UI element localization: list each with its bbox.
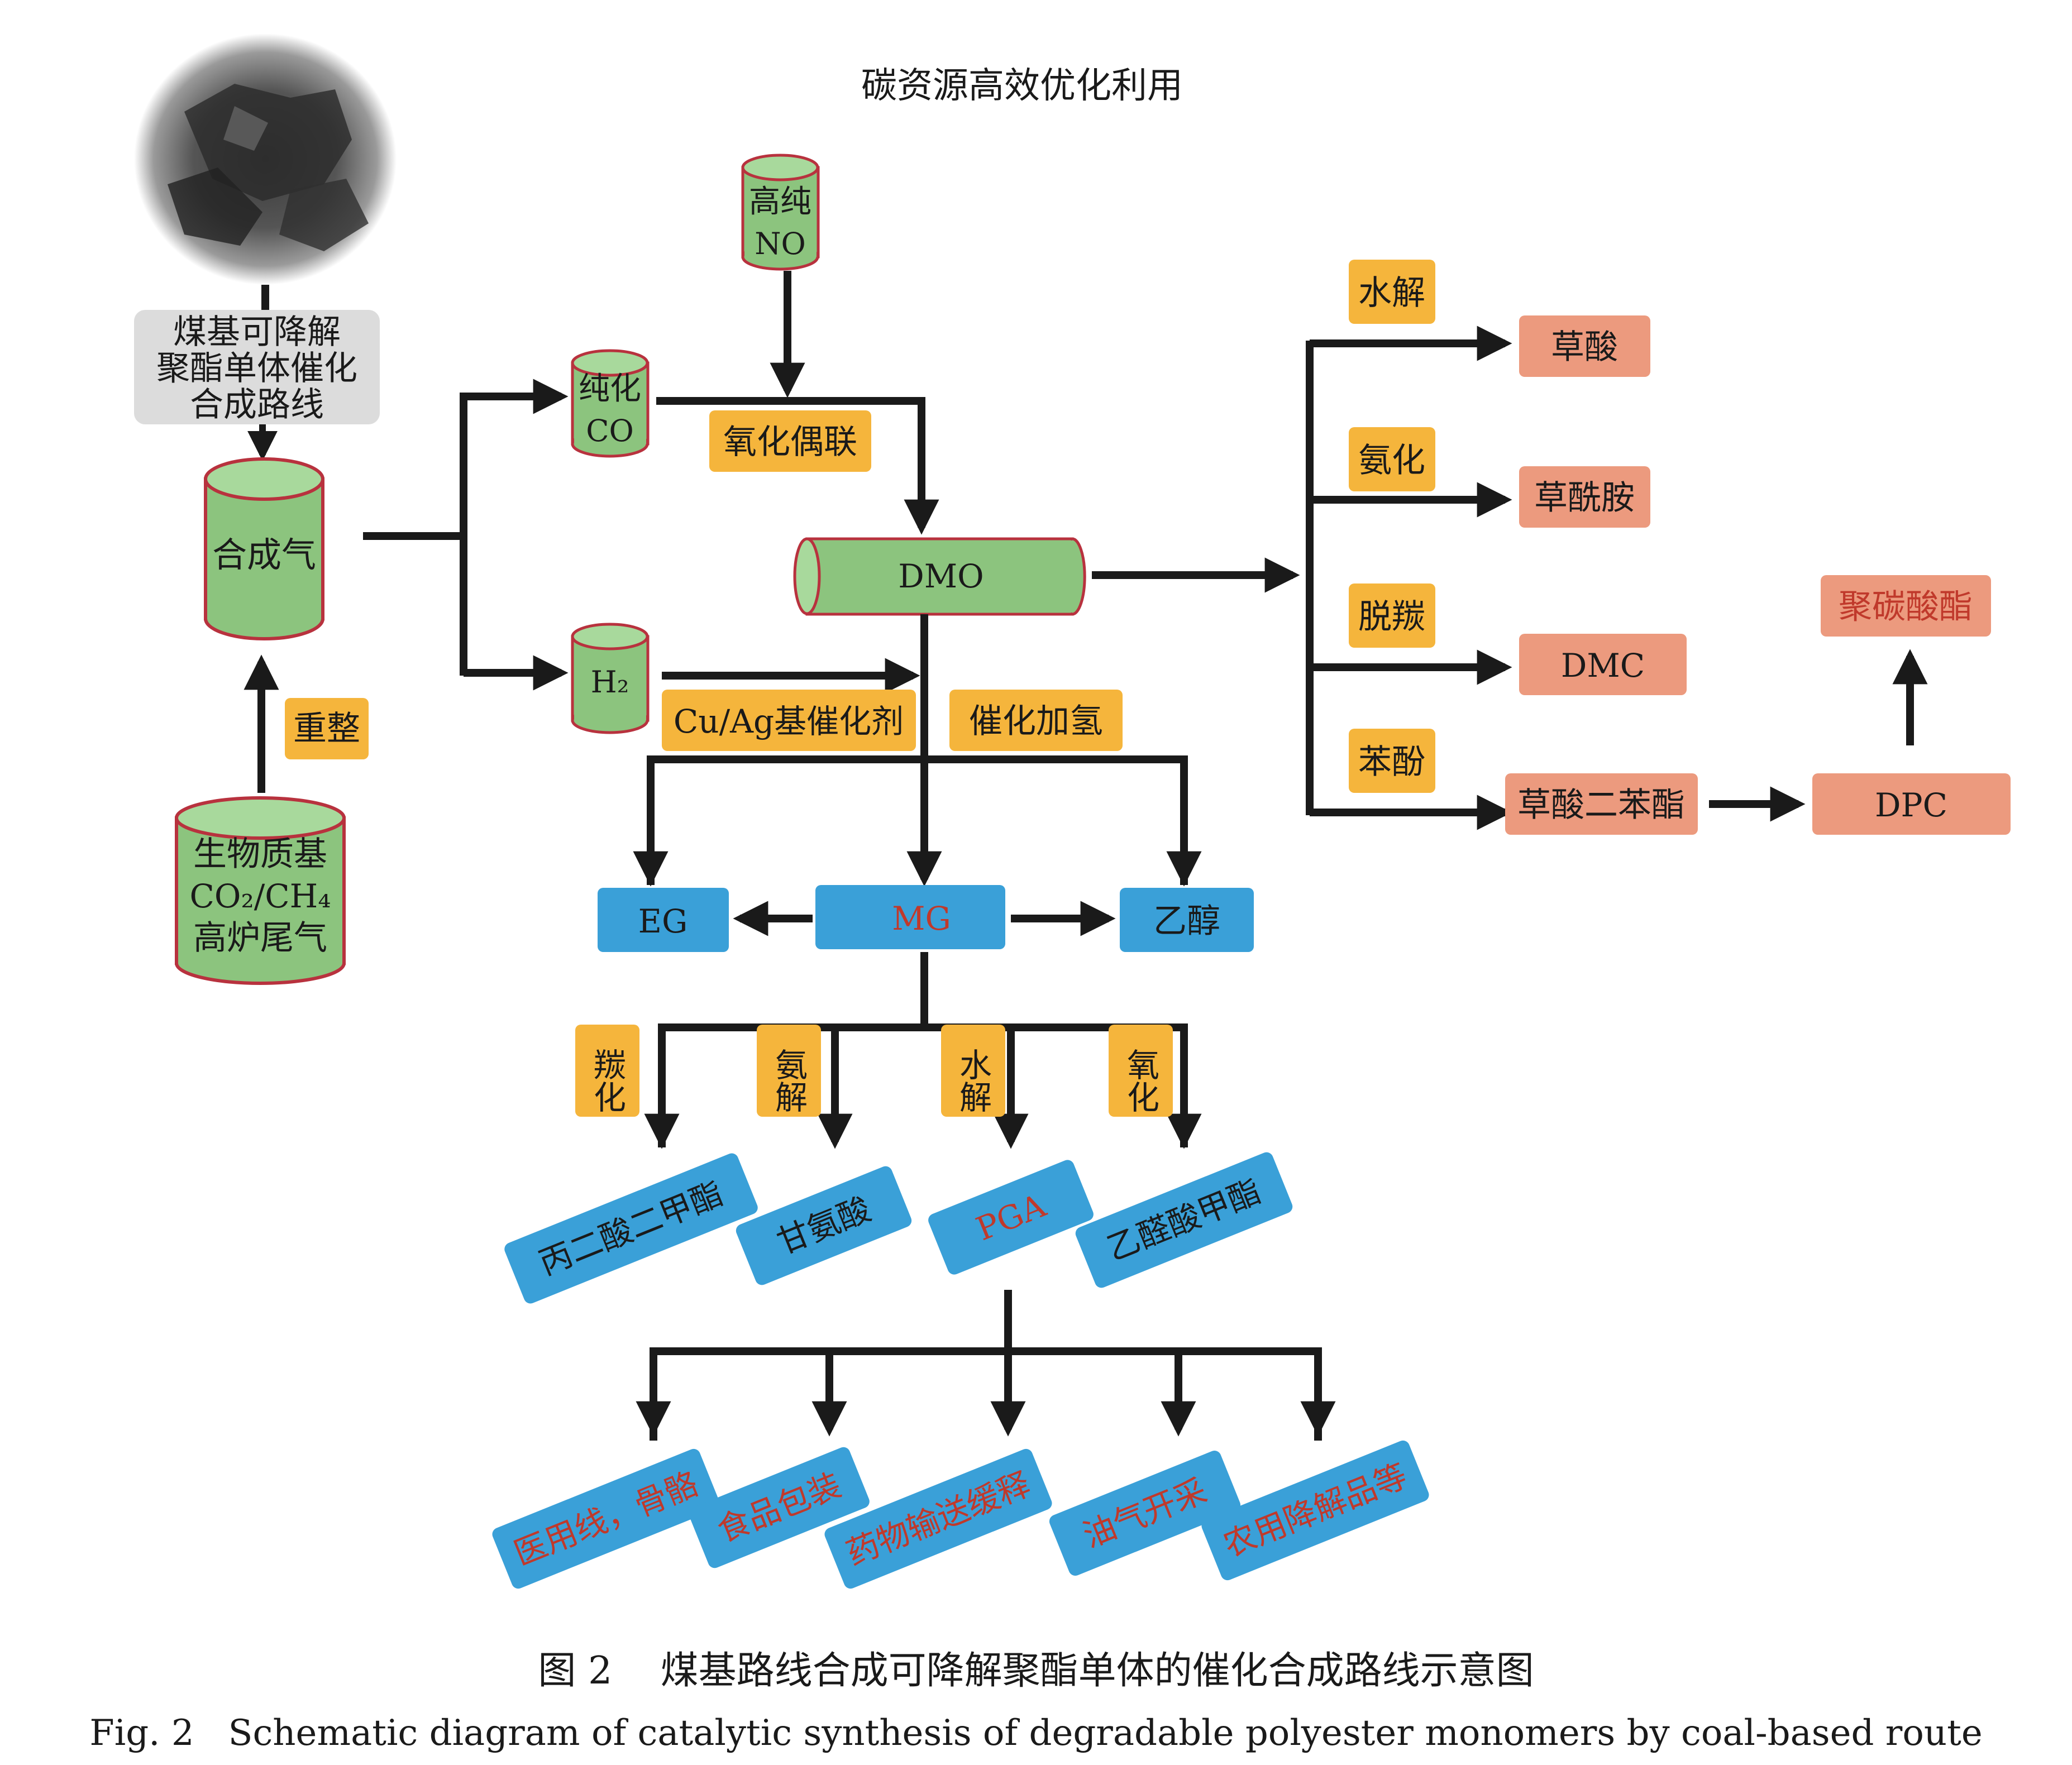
pga-app-4: 油气开采 xyxy=(1049,1451,1241,1576)
biomass-cylinder xyxy=(175,796,346,985)
route-label-line3: 合成路线 xyxy=(190,385,324,424)
dpc-box xyxy=(1812,773,2011,835)
reform-label: 重整 xyxy=(293,709,360,748)
pure-co-cylinder xyxy=(571,349,650,458)
high-no-line1: 高纯 xyxy=(749,184,811,220)
syngas-label: 合成气 xyxy=(212,534,316,575)
dmo-cylinder xyxy=(793,537,1086,616)
dmo-product-1: 草酸 xyxy=(1551,328,1618,367)
ethanol-label: 乙醇 xyxy=(1153,902,1220,941)
dmo-product-4: 草酸二苯酯 xyxy=(1517,786,1685,825)
mg-reaction-box-4 xyxy=(1109,1025,1173,1117)
h2-label: H₂ xyxy=(591,664,629,700)
route-label-box xyxy=(134,310,380,424)
pga-app-5: 农用降解品等 xyxy=(1201,1440,1429,1581)
mg-product-1: 丙二酸二甲酯 xyxy=(504,1153,758,1304)
cat-hydro-label-box xyxy=(949,690,1123,751)
reform-label-box xyxy=(285,698,369,759)
mg-product-2: 甘氨酸 xyxy=(736,1166,912,1285)
dpc-label: DPC xyxy=(1875,786,1947,824)
dmo-reaction-box-1 xyxy=(1349,260,1435,324)
coal-image xyxy=(134,34,397,285)
dmo-product-box-1 xyxy=(1519,315,1650,377)
eg-box xyxy=(598,888,729,952)
mg-reaction-3: 水解 xyxy=(954,1048,992,1113)
catalyst-label-box xyxy=(662,690,916,751)
dmo-reaction-box-4 xyxy=(1349,729,1435,793)
pga-app-3: 药物输送缓释 xyxy=(824,1448,1052,1589)
dmo-reaction-2: 氨化 xyxy=(1358,441,1425,480)
route-label-line1: 煤基可降解 xyxy=(173,313,341,352)
dmo-reaction-box-3 xyxy=(1349,583,1435,648)
biomass-line1: 生物质基 xyxy=(193,835,327,874)
mg-label: MG xyxy=(892,900,951,937)
pga-app-1: 医用线，骨骼 xyxy=(492,1448,720,1589)
polycarbonate-label: 聚碳酸酯 xyxy=(1839,587,1973,626)
dmo-label: DMO xyxy=(898,557,984,595)
dmo-product-box-3 xyxy=(1519,634,1687,695)
high-no-cylinder xyxy=(741,154,820,271)
dmo-product-box-4 xyxy=(1505,773,1698,835)
mg-product-3: PGA xyxy=(928,1160,1094,1275)
biomass-line2: CO₂/CH₄ xyxy=(190,877,331,915)
mg-reaction-box-3 xyxy=(941,1025,1005,1117)
catalyst-label: Cu/Ag基催化剂 xyxy=(674,702,904,740)
mg-reaction-1: 羰化 xyxy=(588,1048,626,1113)
biomass-line3: 高炉尾气 xyxy=(193,919,327,958)
route-label-line2: 聚酯单体催化 xyxy=(156,349,357,388)
mg-product-4: 乙醛酸甲酯 xyxy=(1075,1152,1293,1288)
mg-reaction-4: 氧化 xyxy=(1121,1048,1159,1113)
cat-hydro-label: 催化加氢 xyxy=(969,702,1103,741)
dmo-product-box-2 xyxy=(1519,466,1650,528)
dmo-product-3: DMC xyxy=(1561,647,1645,685)
ethanol-box xyxy=(1120,888,1254,952)
dmo-product-2: 草酰胺 xyxy=(1534,479,1635,518)
ox-coupling-label: 氧化偶联 xyxy=(723,423,857,462)
pure-co-line2: CO xyxy=(586,413,634,448)
pure-co-line1: 纯化 xyxy=(579,371,641,407)
dmo-reaction-4: 苯酚 xyxy=(1358,743,1425,782)
caption-en: Fig. 2 Schematic diagram of catalytic sy… xyxy=(89,1713,1982,1754)
dmo-reaction-box-2 xyxy=(1349,427,1435,491)
caption-cn: 图 2 煤基路线合成可降解聚酯单体的催化合成路线示意图 xyxy=(538,1649,1534,1693)
header-title: 碳资源高效优化利用 xyxy=(861,65,1183,107)
eg-label: EG xyxy=(638,902,688,940)
mg-reaction-box-1 xyxy=(575,1025,639,1117)
h2-cylinder xyxy=(571,623,650,734)
syngas-cylinder xyxy=(204,457,324,640)
high-no-line2: NO xyxy=(755,226,806,261)
dmo-reaction-3: 脱羰 xyxy=(1358,597,1425,637)
dmo-reaction-1: 水解 xyxy=(1358,274,1425,313)
ox-coupling-label-box xyxy=(709,410,871,472)
polycarbonate-box xyxy=(1821,575,1991,637)
mg-reaction-box-2 xyxy=(757,1025,821,1117)
mg-reaction-2: 氨解 xyxy=(770,1048,808,1113)
mg-box xyxy=(815,885,1005,949)
